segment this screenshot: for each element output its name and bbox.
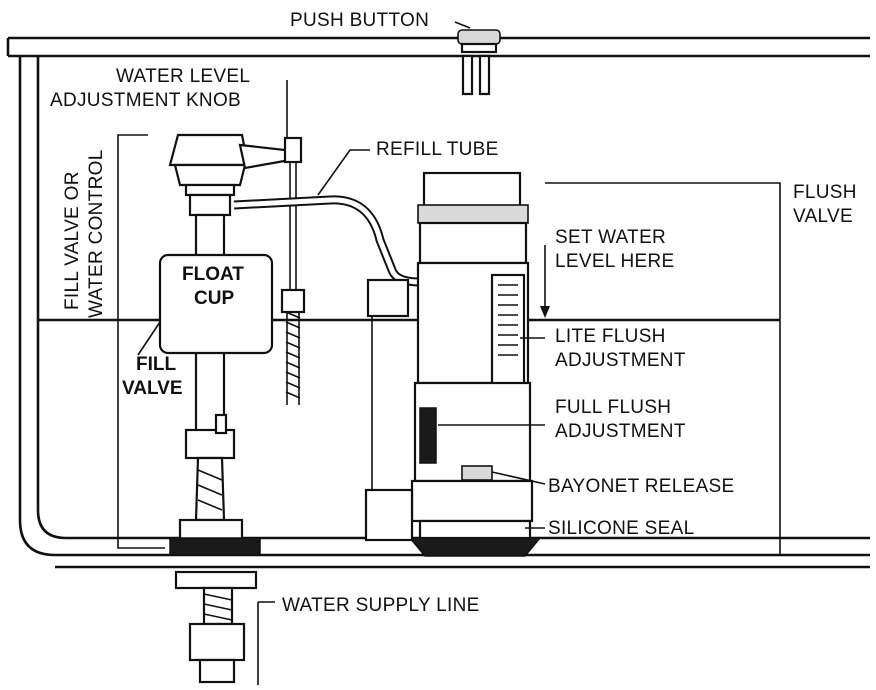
- leader-lines: [117, 80, 781, 685]
- label-set-water-1: SET WATER: [555, 227, 666, 248]
- label-fill-valve-2: VALVE: [122, 378, 183, 399]
- label-flush-valve-1: FLUSH: [793, 182, 857, 203]
- water-level-adjust-rod: [280, 136, 306, 405]
- label-push-button: PUSH BUTTON: [290, 10, 429, 31]
- label-fill-valve-1: FILL: [136, 354, 176, 375]
- label-flush-valve-2: VALVE: [793, 206, 853, 227]
- label-float-cup-2: CUP: [194, 288, 234, 309]
- label-float-cup-1: FLOAT: [182, 264, 244, 285]
- tank-lid: [6, 36, 870, 58]
- label-silicone-seal: SILICONE SEAL: [548, 518, 694, 539]
- label-full-flush-1: FULL FLUSH: [555, 397, 671, 418]
- push-button-assembly: [454, 21, 501, 96]
- water-supply-fitting: [174, 570, 258, 684]
- label-water-level-knob-2: ADJUSTMENT KNOB: [50, 90, 241, 111]
- tank-body: [18, 56, 870, 569]
- label-fill-valve-or-1: FILL VALVE OR: [62, 171, 83, 310]
- flush-valve-assembly: [364, 171, 542, 557]
- label-full-flush-2: ADJUSTMENT: [555, 421, 686, 442]
- label-bayonet-release: BAYONET RELEASE: [548, 476, 734, 497]
- fill-valve-assembly: [158, 133, 292, 556]
- label-refill-tube: REFILL TUBE: [376, 139, 499, 160]
- label-lite-flush-2: ADJUSTMENT: [555, 350, 686, 371]
- label-set-water-2: LEVEL HERE: [555, 251, 675, 272]
- label-lite-flush-1: LITE FLUSH: [555, 326, 666, 347]
- label-water-supply-line: WATER SUPPLY LINE: [282, 595, 480, 616]
- label-water-level-knob-1: WATER LEVEL: [116, 66, 250, 87]
- label-fill-valve-or-2: WATER CONTROL: [86, 149, 107, 318]
